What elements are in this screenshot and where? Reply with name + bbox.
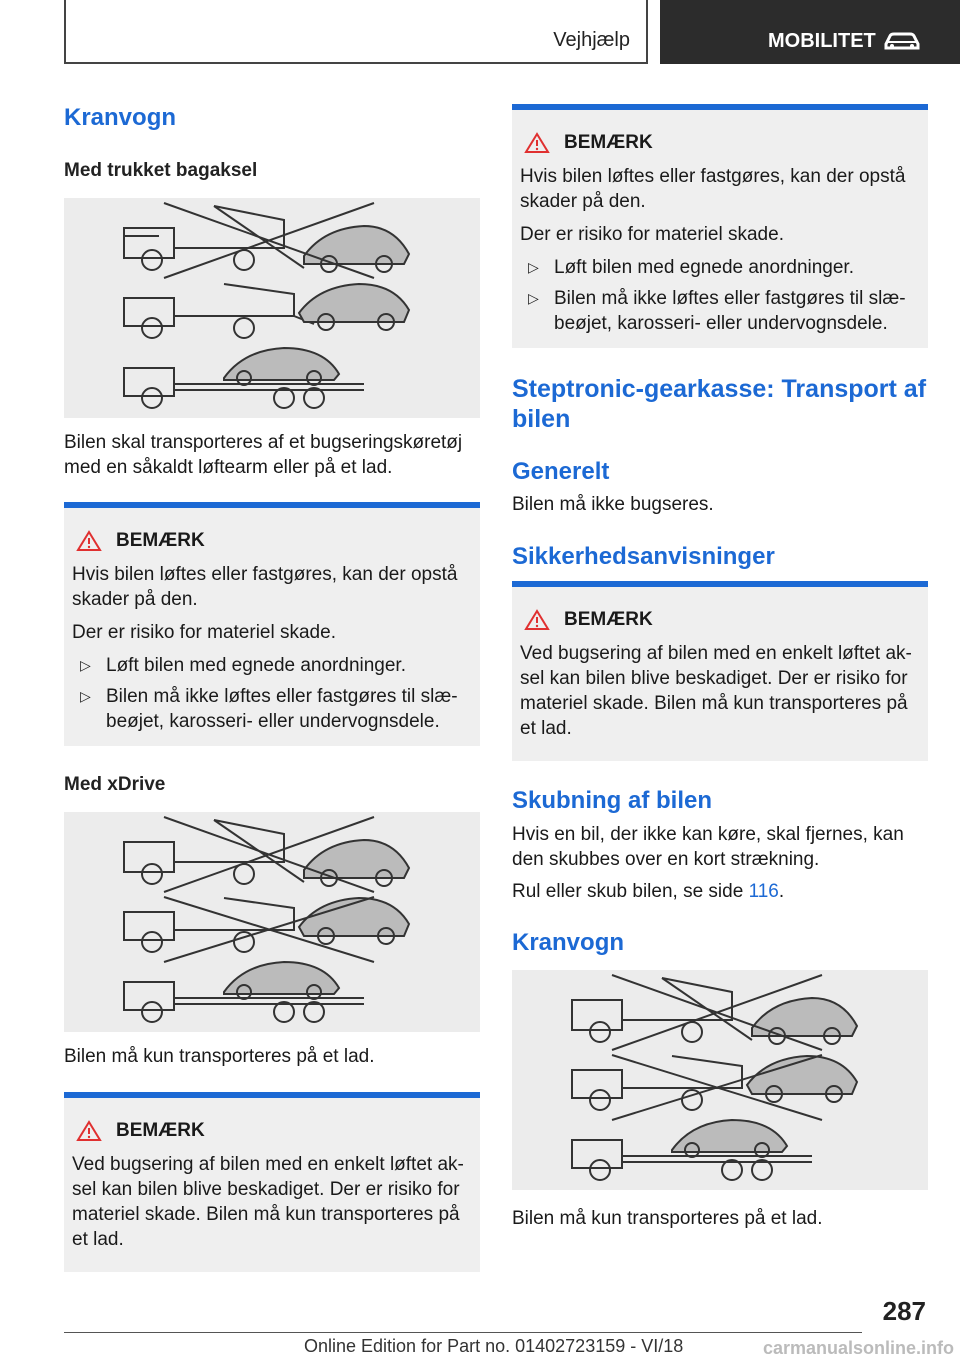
notice-list: ▷Løft bilen med egnede anordninger. ▷Bil…: [72, 653, 472, 734]
notice-box-3: BEMÆRK Hvis bilen løftes eller fastgøres…: [512, 104, 928, 348]
footer-watermark: carmanualsonline.info: [762, 1338, 954, 1358]
notice-title: BEMÆRK: [72, 530, 472, 552]
notice-list: ▷Løft bilen med egnede anordninger. ▷Bil…: [520, 255, 920, 336]
footer-edition: Online Edition for Part no. 01402723159 …: [304, 1336, 684, 1356]
warning-icon: [76, 530, 102, 551]
heading-steptronic-transport: Steptronic-gearkasse: Transport af bilen: [512, 375, 927, 433]
list-item: ▷Løft bilen med egnede anordninger.: [528, 257, 854, 278]
notice-title: BEMÆRK: [520, 132, 920, 154]
tow-illustration-2: [64, 812, 480, 1032]
section-title: Vejhjælp: [553, 29, 630, 51]
tow-illustration-3: [512, 970, 928, 1190]
notice-text: Hvis bilen løftes eller fastgøres, kan d…: [520, 166, 906, 212]
triangle-bullet-icon: ▷: [80, 657, 91, 673]
heading-skubning: Skubning af bilen: [512, 787, 713, 814]
rul-text: Rul eller skub bilen, se side 116.: [512, 881, 785, 902]
generelt-text: Bilen må ikke bugseres.: [512, 494, 714, 515]
notice-box-2: BEMÆRK Ved bugsering af bilen med en enk…: [64, 1092, 480, 1272]
page-link-116[interactable]: 116: [748, 881, 779, 902]
footer-divider: [64, 1332, 862, 1333]
notice-title-text: BEMÆRK: [564, 609, 653, 630]
warning-icon: [524, 609, 550, 630]
notice-text: Ved bugsering af bilen med en enkelt løf…: [72, 1154, 464, 1250]
car-icon: [884, 32, 920, 50]
chapter-tab: MOBILITET: [660, 0, 960, 64]
skubning-text: Hvis en bil, der ikke kan køre, skal fje…: [512, 824, 904, 870]
notice-title: BEMÆRK: [72, 1120, 472, 1142]
list-item: ▷Løft bilen med egnede anordninger.: [80, 655, 406, 676]
subheading-trukket-bagaksel: Med trukket bagaksel: [64, 160, 258, 181]
subheading-xdrive: Med xDrive: [64, 774, 166, 795]
tow-truck-illustration: [123, 202, 411, 409]
notice-title-text: BEMÆRK: [564, 132, 653, 153]
notice-title: BEMÆRK: [520, 609, 920, 631]
notice-text: Der er risiko for materiel skade.: [520, 224, 784, 245]
list-item: ▷Bilen må ikke løftes eller fastgøres ti…: [528, 288, 906, 334]
notice-title-text: BEMÆRK: [116, 1120, 205, 1141]
caption-3: Bilen må kun transporteres på et lad.: [512, 1208, 823, 1229]
list-item: ▷Bilen må ikke løftes eller fastgøres ti…: [80, 686, 458, 732]
notice-box-4: BEMÆRK Ved bugsering af bilen med en enk…: [512, 581, 928, 761]
heading-generelt: Generelt: [512, 458, 610, 485]
heading-sikkerhedsanvisninger: Sikkerhedsanvisninger: [512, 543, 775, 570]
heading-kranvogn-2: Kranvogn: [512, 929, 625, 956]
notice-title-text: BEMÆRK: [116, 530, 205, 551]
warning-icon: [76, 1120, 102, 1141]
notice-text: Hvis bilen løftes eller fastgøres, kan d…: [72, 564, 458, 610]
notice-box-1: BEMÆRK Hvis bilen løftes eller fastgøres…: [64, 502, 480, 746]
header-frame: Vejhjælp: [64, 0, 648, 64]
tow-illustration-1: [64, 198, 480, 418]
tow-truck-illustration: [571, 974, 859, 1181]
heading-kranvogn: Kranvogn: [64, 104, 177, 131]
chapter-title: MOBILITET: [768, 30, 876, 52]
triangle-bullet-icon: ▷: [528, 290, 539, 306]
caption-2: Bilen må kun transporteres på et lad.: [64, 1046, 375, 1067]
tow-truck-illustration: [123, 816, 411, 1023]
notice-text: Der er risiko for materiel skade.: [72, 622, 336, 643]
warning-icon: [524, 132, 550, 153]
triangle-bullet-icon: ▷: [528, 259, 539, 275]
notice-text: Ved bugsering af bilen med en enkelt løf…: [520, 643, 912, 739]
caption-1: Bilen skal transporteres af et bugsering…: [64, 432, 463, 478]
page-number: 287: [882, 1296, 926, 1326]
triangle-bullet-icon: ▷: [80, 688, 91, 704]
